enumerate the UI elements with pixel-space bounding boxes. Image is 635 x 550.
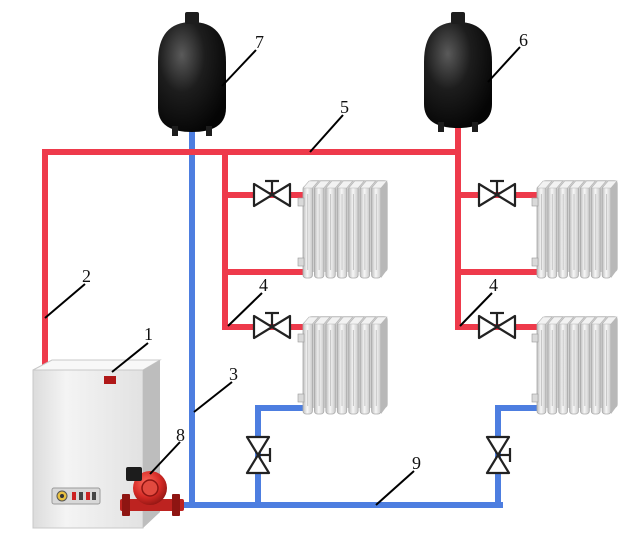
callout-number: 2 [82, 266, 91, 286]
callout-number: 3 [229, 364, 238, 384]
boiler-indicator-icon [104, 376, 116, 384]
return-branch-left [255, 405, 305, 508]
leader-6 [487, 46, 521, 83]
leader-4-right [459, 292, 493, 327]
valve-icon [477, 311, 517, 340]
valve-icon [252, 311, 292, 340]
radiator-icon [297, 180, 388, 279]
leader-8 [149, 441, 181, 475]
radiator-icon [531, 180, 618, 279]
callout-number: 4 [489, 275, 498, 295]
callout-number: 1 [144, 324, 153, 344]
leader-3 [193, 381, 233, 413]
callout-number: 8 [176, 425, 185, 445]
valve-icon [252, 179, 292, 208]
callout-number: 9 [412, 453, 421, 473]
callout-number: 5 [340, 97, 349, 117]
valves [245, 179, 517, 475]
radiator-icon [531, 316, 618, 415]
leader-7 [221, 49, 257, 87]
boiler-icon [32, 359, 162, 529]
callout-leaders [44, 46, 521, 506]
expansion-tank-icon [424, 12, 492, 132]
callout-labels: 1 2 3 4 4 5 6 7 8 9 [82, 30, 528, 473]
valve-icon [477, 179, 517, 208]
leader-2 [44, 283, 86, 319]
leader-1 [111, 342, 149, 373]
callout-number: 7 [255, 32, 264, 52]
circulation-pump-icon [120, 467, 184, 516]
callout-number: 6 [519, 30, 528, 50]
callout-number: 4 [259, 275, 268, 295]
radiators [297, 180, 618, 415]
valve-icon [245, 435, 272, 475]
supply-riser-pipe [42, 149, 461, 371]
valve-icon [485, 435, 512, 475]
expansion-tank-icon [158, 12, 226, 136]
leader-4-left [227, 292, 263, 327]
radiator-icon [297, 316, 388, 415]
leader-5 [309, 114, 344, 153]
return-branch-right [495, 405, 541, 508]
leader-9 [375, 470, 415, 506]
